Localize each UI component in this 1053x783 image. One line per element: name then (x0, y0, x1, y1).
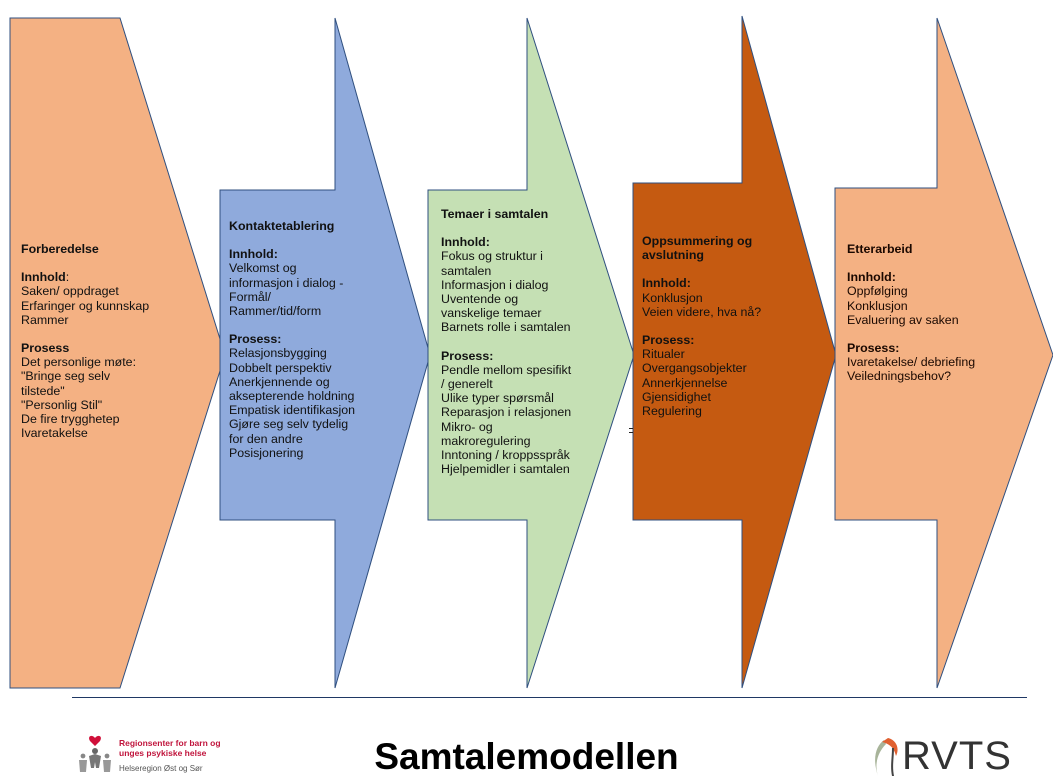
list-item: samtalen (441, 263, 492, 278)
rvts-logo: RVTS (860, 734, 1035, 780)
stage-temaer: Temaer i samtalen Innhold: Fokus og stru… (441, 207, 571, 476)
list-item: Posisjonering (229, 445, 304, 460)
list-item: Evaluering av saken (847, 312, 959, 327)
list-item: "Bringe seg selv (21, 369, 111, 384)
arrow-forberedelse (9, 17, 226, 689)
arrow-kontaktetablering (219, 17, 431, 689)
list-item: / generelt (441, 377, 493, 392)
small-mark (629, 428, 633, 429)
list-item: Empatisk identifikasjon (229, 403, 356, 418)
list-item: Veien videre, hva nå? (642, 304, 762, 319)
org-name-line1: Regionsenter for barn og (119, 738, 221, 748)
stage-title-line2: avslutning (642, 248, 704, 263)
list-item: "Personlig Stil" (21, 397, 103, 412)
stage-title: Oppsummering og (642, 234, 753, 248)
stage-title: Forberedelse (21, 242, 99, 256)
list-item: Konklusjon (847, 298, 908, 313)
list-item: Reparasjon i relasjonen (441, 405, 572, 420)
list-item: vanskelige temaer (441, 306, 542, 321)
page-title: Samtalemodellen (374, 736, 679, 777)
prosess-heading: Prosess: (441, 348, 494, 363)
innhold-heading: Innhold: (847, 270, 896, 285)
prosess-heading: Prosess: (229, 332, 282, 347)
list-item: Relasjonsbygging (229, 346, 327, 361)
list-item: Overgangsobjekter (642, 361, 747, 376)
innhold-heading: Innhold: (441, 235, 490, 250)
rvts-wordmark: RVTS (902, 734, 1012, 778)
list-item: Mikro- og (441, 419, 493, 434)
list-item: Annerkjennelse (642, 375, 728, 390)
innhold-heading: Innhold: (21, 270, 70, 285)
list-item: Barnets rolle i samtalen (441, 320, 571, 335)
list-item: Rammer/tid/form (229, 304, 322, 319)
list-item: Veiledningsbehov? (847, 369, 952, 384)
list-item: Rammer (21, 312, 69, 327)
list-item: informasjon i dialog - (229, 275, 344, 290)
list-item: Gjøre seg selv tydelig (229, 417, 349, 432)
list-item: Ulike typer spørsmål (441, 391, 554, 406)
org-name-line2: unges psykiske helse (119, 748, 207, 758)
list-item: for den andre (229, 431, 303, 446)
regionsenter-logo: Regionsenter for barn og unges psykiske … (75, 734, 265, 779)
stage-title: Kontaktetablering (229, 219, 335, 233)
arrow-oppsummering (632, 15, 837, 689)
innhold-heading: Innhold: (642, 276, 691, 291)
family-heart-icon (79, 735, 111, 772)
list-item: Hjelpemidler i samtalen (441, 462, 570, 477)
list-item: Ritualer (642, 347, 685, 362)
small-mark (629, 432, 633, 433)
prosess-heading: Prosess (21, 341, 70, 356)
stage-etterarbeid: Etterarbeid Innhold: Oppfølging Konklusj… (847, 242, 975, 384)
list-item: Velkomst og (229, 261, 297, 276)
list-item: Gjensidighet (642, 389, 711, 404)
stage-kontaktetablering: Kontaktetablering Innhold: Velkomst og i… (229, 219, 355, 460)
rvts-leaf-icon (875, 738, 898, 776)
innhold-heading: Innhold: (229, 247, 278, 262)
stage-forberedelse: Forberedelse Innhold: Saken/ oppdraget E… (21, 242, 149, 440)
list-item: Oppfølging (847, 284, 908, 299)
list-item: Ivaretakelse/ debriefing (847, 355, 976, 370)
list-item: tilstede" (21, 383, 65, 398)
list-item: Formål/ (229, 289, 271, 304)
list-item: Ivaretakelse (21, 426, 88, 441)
list-item: Saken/ oppdraget (21, 284, 119, 299)
list-item: Det personlige møte: (21, 355, 137, 370)
arrow-etterarbeid (834, 17, 1053, 689)
list-item: Konklusjon (642, 290, 703, 305)
list-item: Inntoning / kroppsspråk (441, 448, 570, 463)
list-item: Pendle mellom spesifikt (441, 362, 572, 377)
prosess-heading: Prosess: (642, 333, 695, 348)
list-item: Fokus og struktur i (441, 249, 543, 264)
stage-oppsummering: Oppsummering og avslutning Innhold: Konk… (642, 234, 761, 418)
footer-divider (72, 697, 1027, 698)
org-region: Helseregion Øst og Sør (119, 764, 203, 773)
list-item: Regulering (642, 404, 702, 419)
list-item: Informasjon i dialog (441, 277, 549, 292)
stage-title: Temaer i samtalen (441, 207, 549, 221)
list-item: Uventende og (441, 292, 519, 307)
stage-title: Etterarbeid (847, 242, 913, 256)
list-item: Anerkjennende og (229, 374, 330, 389)
list-item: Dobbelt perspektiv (229, 360, 332, 375)
list-item: De fire trygghetер (21, 412, 120, 427)
arrow-temaer (427, 17, 635, 689)
list-item: aksepterende holdning (229, 389, 355, 404)
prosess-heading: Prosess: (847, 341, 900, 356)
list-item: Erfaringer og kunnskap (21, 298, 150, 313)
list-item: makroregulering (441, 433, 531, 448)
